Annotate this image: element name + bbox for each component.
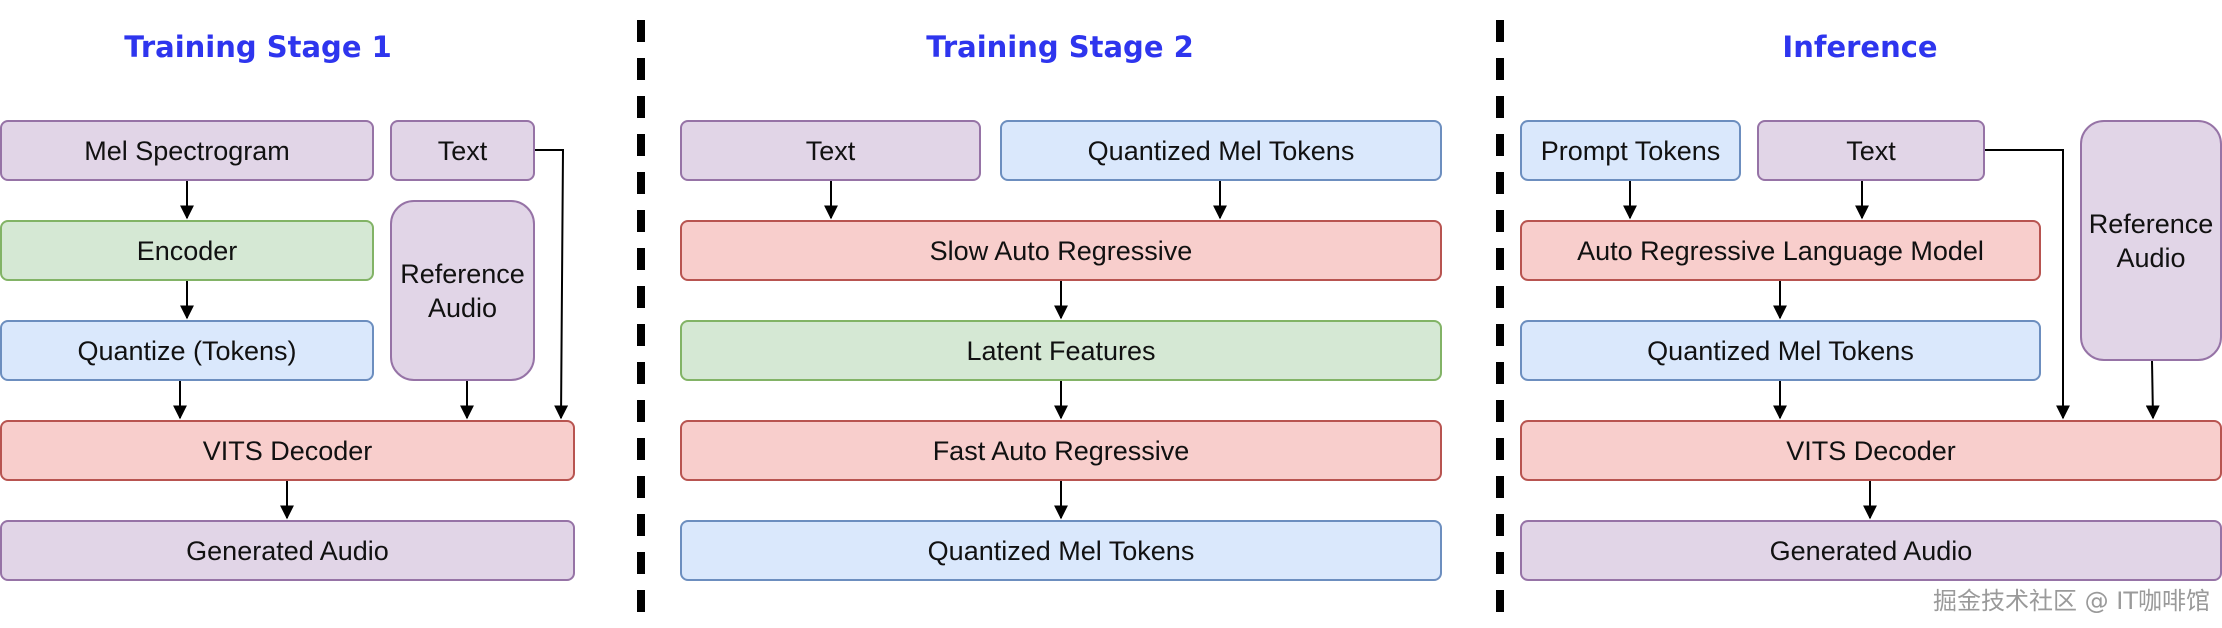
- inference-title: Inference: [1782, 30, 1938, 64]
- stage2-latent-features: Latent Features: [680, 320, 1442, 381]
- inference-ar-language-model: Auto Regressive Language Model: [1520, 220, 2041, 281]
- arrow-text-to-vits: [535, 149, 569, 420]
- stage1-encoder: Encoder: [0, 220, 374, 281]
- inference-vits-decoder: VITS Decoder: [1520, 420, 2222, 481]
- inference-text: Text: [1757, 120, 1985, 181]
- inference-reference-audio: Reference Audio: [2080, 120, 2222, 361]
- stage1-text: Text: [390, 120, 535, 181]
- stage2-fast-auto-regressive: Fast Auto Regressive: [680, 420, 1442, 481]
- stage1-vits-decoder: VITS Decoder: [0, 420, 575, 481]
- inference-prompt-tokens: Prompt Tokens: [1520, 120, 1741, 181]
- stage2-slow-auto-regressive: Slow Auto Regressive: [680, 220, 1442, 281]
- stage1-mel-spectrogram: Mel Spectrogram: [0, 120, 374, 181]
- watermark: 掘金技术社区 @ IT咖啡馆: [1933, 587, 2210, 615]
- stage1-title: Training Stage 1: [124, 30, 392, 64]
- stage2-quantized-mel-tokens-output: Quantized Mel Tokens: [680, 520, 1442, 581]
- stage1-generated-audio: Generated Audio: [0, 520, 575, 581]
- arrow-text-to-vits-inference: [1985, 149, 2070, 420]
- stage1-reference-audio: Reference Audio: [390, 200, 535, 381]
- stage2-text: Text: [680, 120, 981, 181]
- inference-quantized-mel-tokens: Quantized Mel Tokens: [1520, 320, 2041, 381]
- inference-generated-audio: Generated Audio: [1520, 520, 2222, 581]
- arrow-reference-to-vits-inference: [2145, 360, 2160, 420]
- stage1-quantize-tokens: Quantize (Tokens): [0, 320, 374, 381]
- stage2-title: Training Stage 2: [926, 30, 1194, 64]
- stage2-quantized-mel-tokens-input: Quantized Mel Tokens: [1000, 120, 1442, 181]
